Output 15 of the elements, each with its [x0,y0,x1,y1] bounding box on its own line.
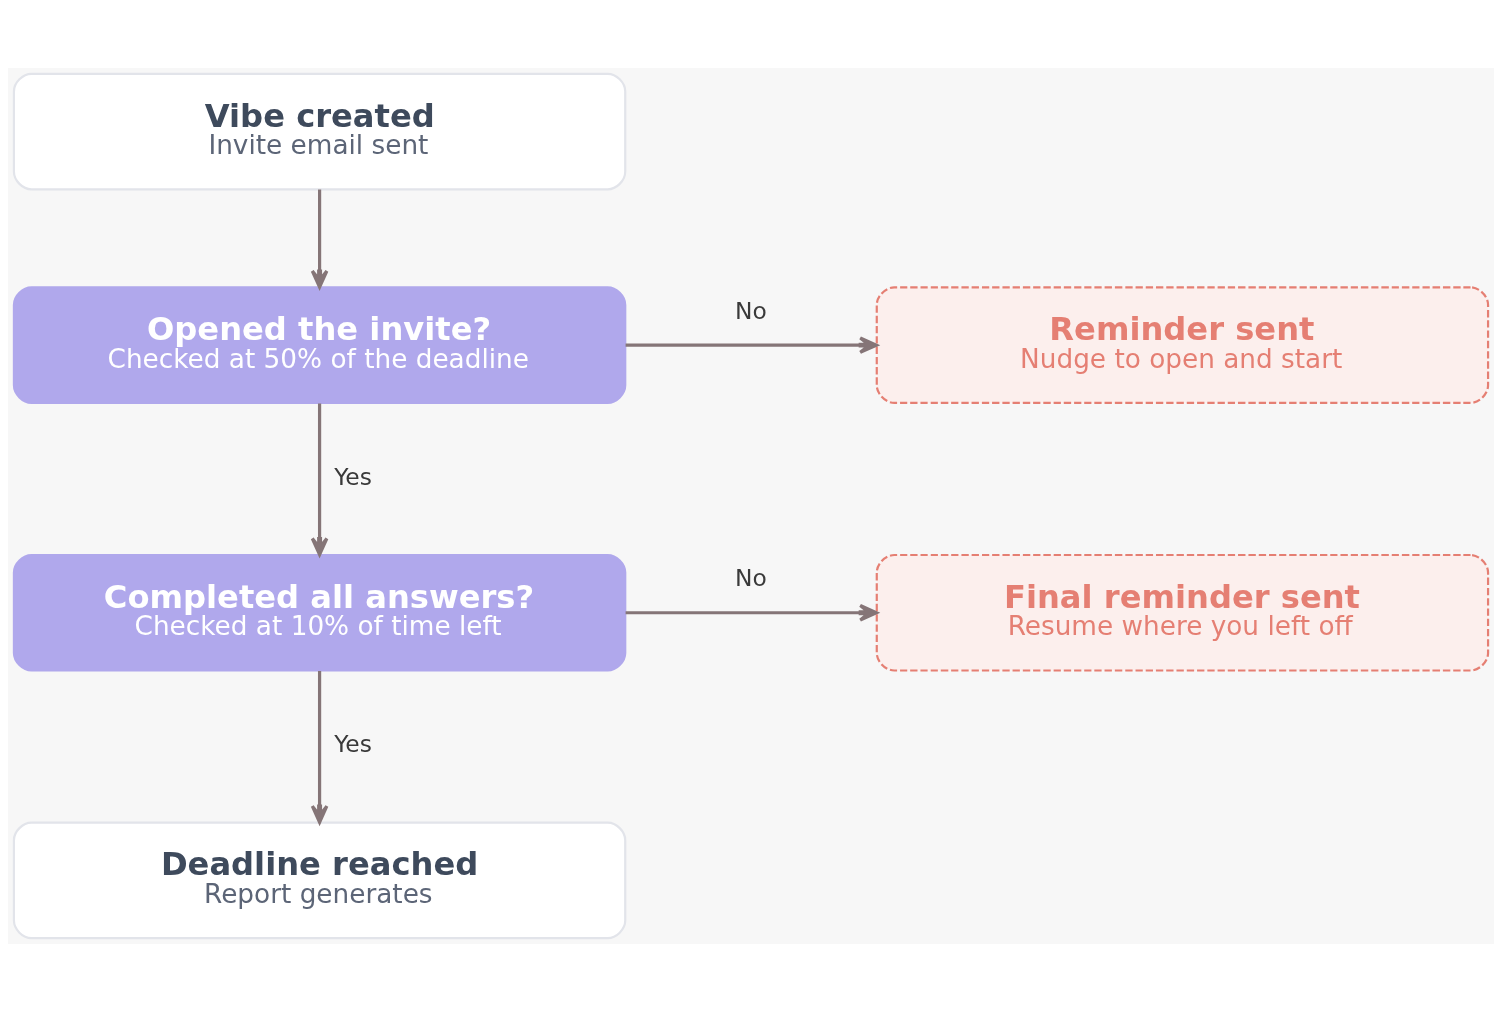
edge-label: Yes [334,730,372,759]
arrow [625,336,878,354]
node-box: Opened the invite? Checked at 50% of the deadline [12,286,627,404]
edge-label: Yes [334,462,372,491]
node-box: Reminder sent Nudge to open and start [875,286,1490,404]
edge-label: No [734,296,767,325]
arrow [310,189,329,289]
arrow [625,603,878,622]
node-box: Vibe created Invite email sent [12,72,627,191]
node-box: Deadline reached Report generates [12,821,627,940]
node-box: Completed all answers? Checked at 10% of time left [12,553,627,672]
edge-label: No [734,564,767,593]
arrow [310,671,329,824]
node-box: Final reminder sent Resume where you left off [875,553,1490,672]
arrow [310,403,329,557]
